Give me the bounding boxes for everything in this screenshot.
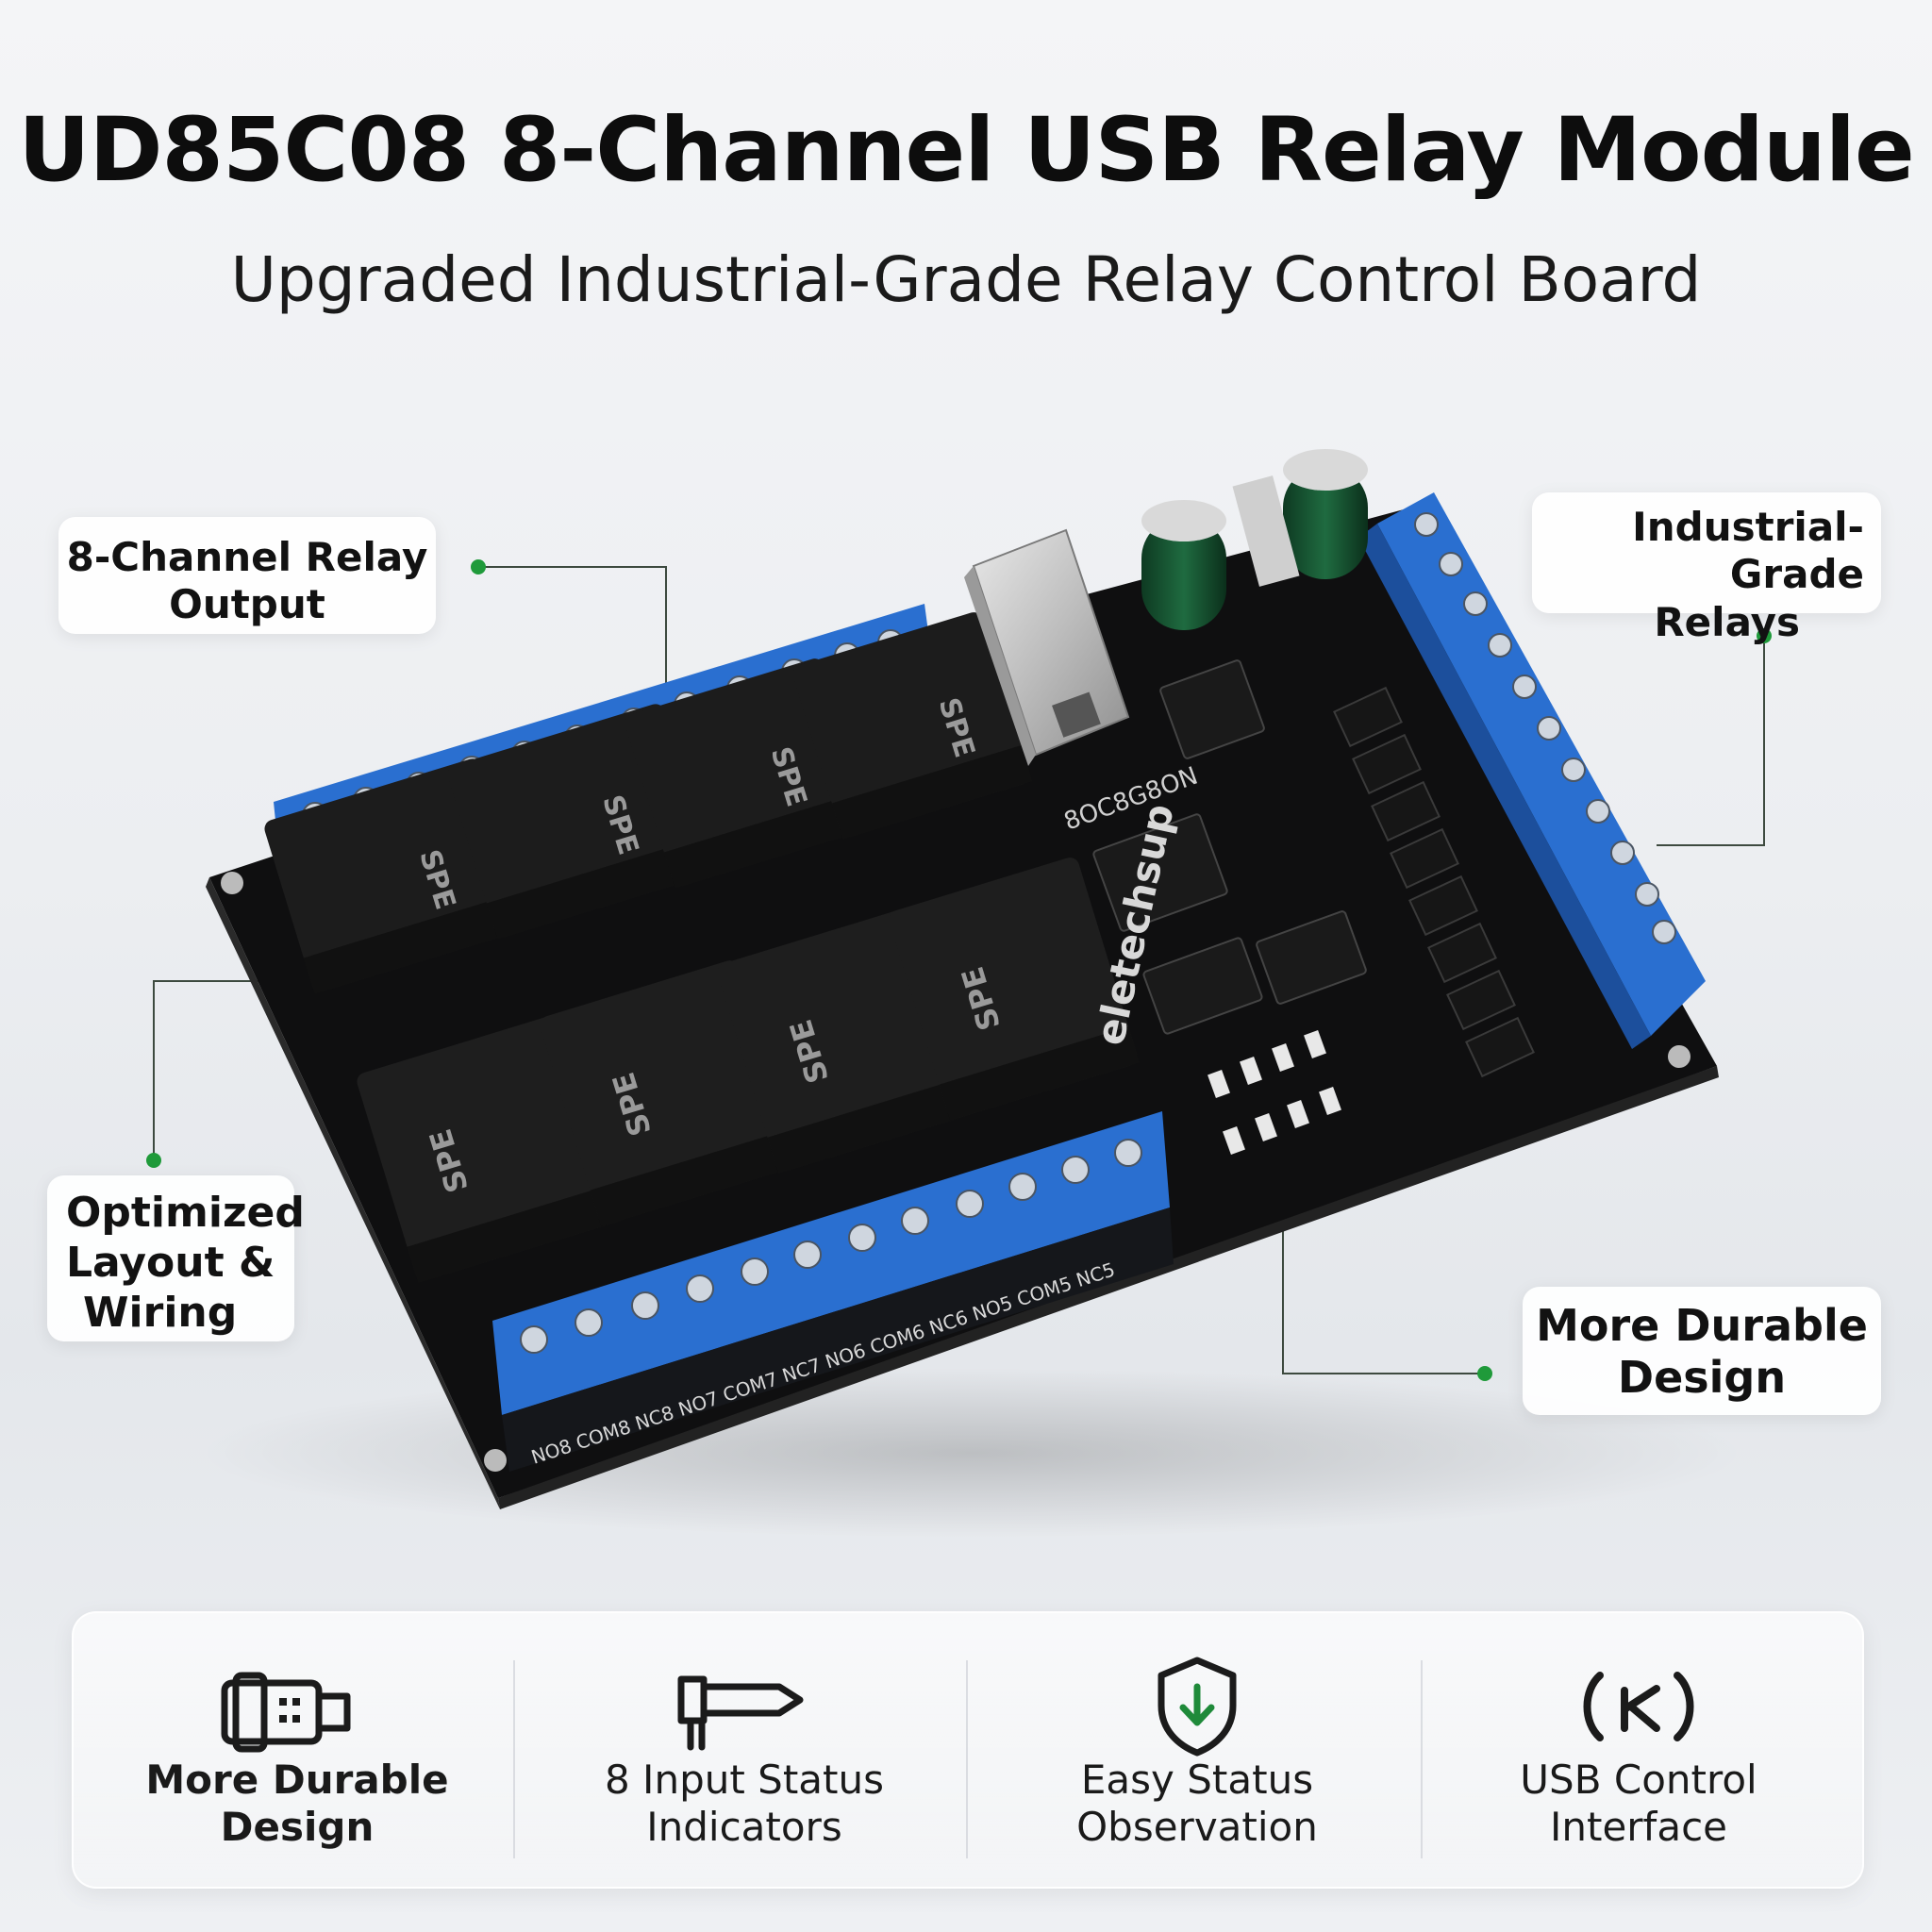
callout-dots xyxy=(146,559,1772,1381)
usb-plug-icon xyxy=(677,1675,804,1751)
feature-label: 8 Input Status xyxy=(604,1757,884,1803)
capacitors xyxy=(1141,449,1368,630)
feature-label: Indicators xyxy=(646,1804,842,1851)
callout-industrial-relays: Industrial-Grade Relays xyxy=(1532,492,1881,645)
callout-line: Wiring xyxy=(83,1288,238,1337)
feature-label: Design xyxy=(220,1804,375,1851)
page-subtitle: Upgraded Industrial-Grade Relay Control … xyxy=(230,243,1702,316)
callout-line: Design xyxy=(1617,1352,1787,1404)
relays-back-row: SPE SPE SPE SPE xyxy=(264,612,1033,994)
callout-line: Relays xyxy=(1654,598,1800,645)
usb-connector-icon xyxy=(221,1672,351,1753)
right-terminal-block xyxy=(1358,492,1706,1049)
feature-status-observation: Easy Status Observation xyxy=(974,1613,1421,1887)
feature-usb-control: USB Control Interface xyxy=(1415,1613,1862,1887)
optocouplers xyxy=(1333,686,1535,1078)
feature-label: USB Control xyxy=(1520,1757,1757,1803)
callout-line: More Durable xyxy=(1536,1300,1868,1351)
divider xyxy=(1421,1660,1423,1858)
divider xyxy=(966,1660,968,1858)
callout-line: Industrial-Grade xyxy=(1632,504,1864,598)
ics xyxy=(1092,659,1367,1035)
feature-label: Interface xyxy=(1549,1804,1728,1851)
usb-control-icon xyxy=(1583,1672,1694,1741)
feature-label: Observation xyxy=(1076,1804,1318,1851)
usb-b-port xyxy=(964,528,1130,766)
relays-front-row: SPE SPE SPE SPE xyxy=(357,858,1141,1283)
shield-check-icon xyxy=(1158,1657,1237,1757)
callout-line: Output xyxy=(169,581,325,628)
feature-durable-design: More Durable Design xyxy=(74,1613,521,1887)
callout-line: 8-Channel Relay xyxy=(66,534,428,580)
callout-leaders xyxy=(153,566,1765,1374)
status-leds xyxy=(1208,1030,1341,1155)
bottom-terminal-block xyxy=(492,1111,1174,1472)
feature-label: More Durable xyxy=(145,1757,449,1803)
page-title: UD85C08 8-Channel USB Relay Module xyxy=(18,99,1915,202)
callout-line: Layout & xyxy=(66,1238,275,1287)
callout-line: Optimized xyxy=(66,1189,305,1237)
divider xyxy=(513,1660,515,1858)
callout-optimized-layout: Optimized Layout & Wiring xyxy=(47,1175,305,1341)
callout-durable-design: More Durable Design xyxy=(1523,1287,1881,1415)
feature-strip: More Durable Design 8 Input Status Indic… xyxy=(72,1611,1864,1889)
feature-input-indicators: 8 Input Status Indicators xyxy=(521,1613,968,1887)
feature-label: Easy Status xyxy=(1080,1757,1314,1803)
callout-relay-output: 8-Channel Relay Output xyxy=(58,517,436,634)
